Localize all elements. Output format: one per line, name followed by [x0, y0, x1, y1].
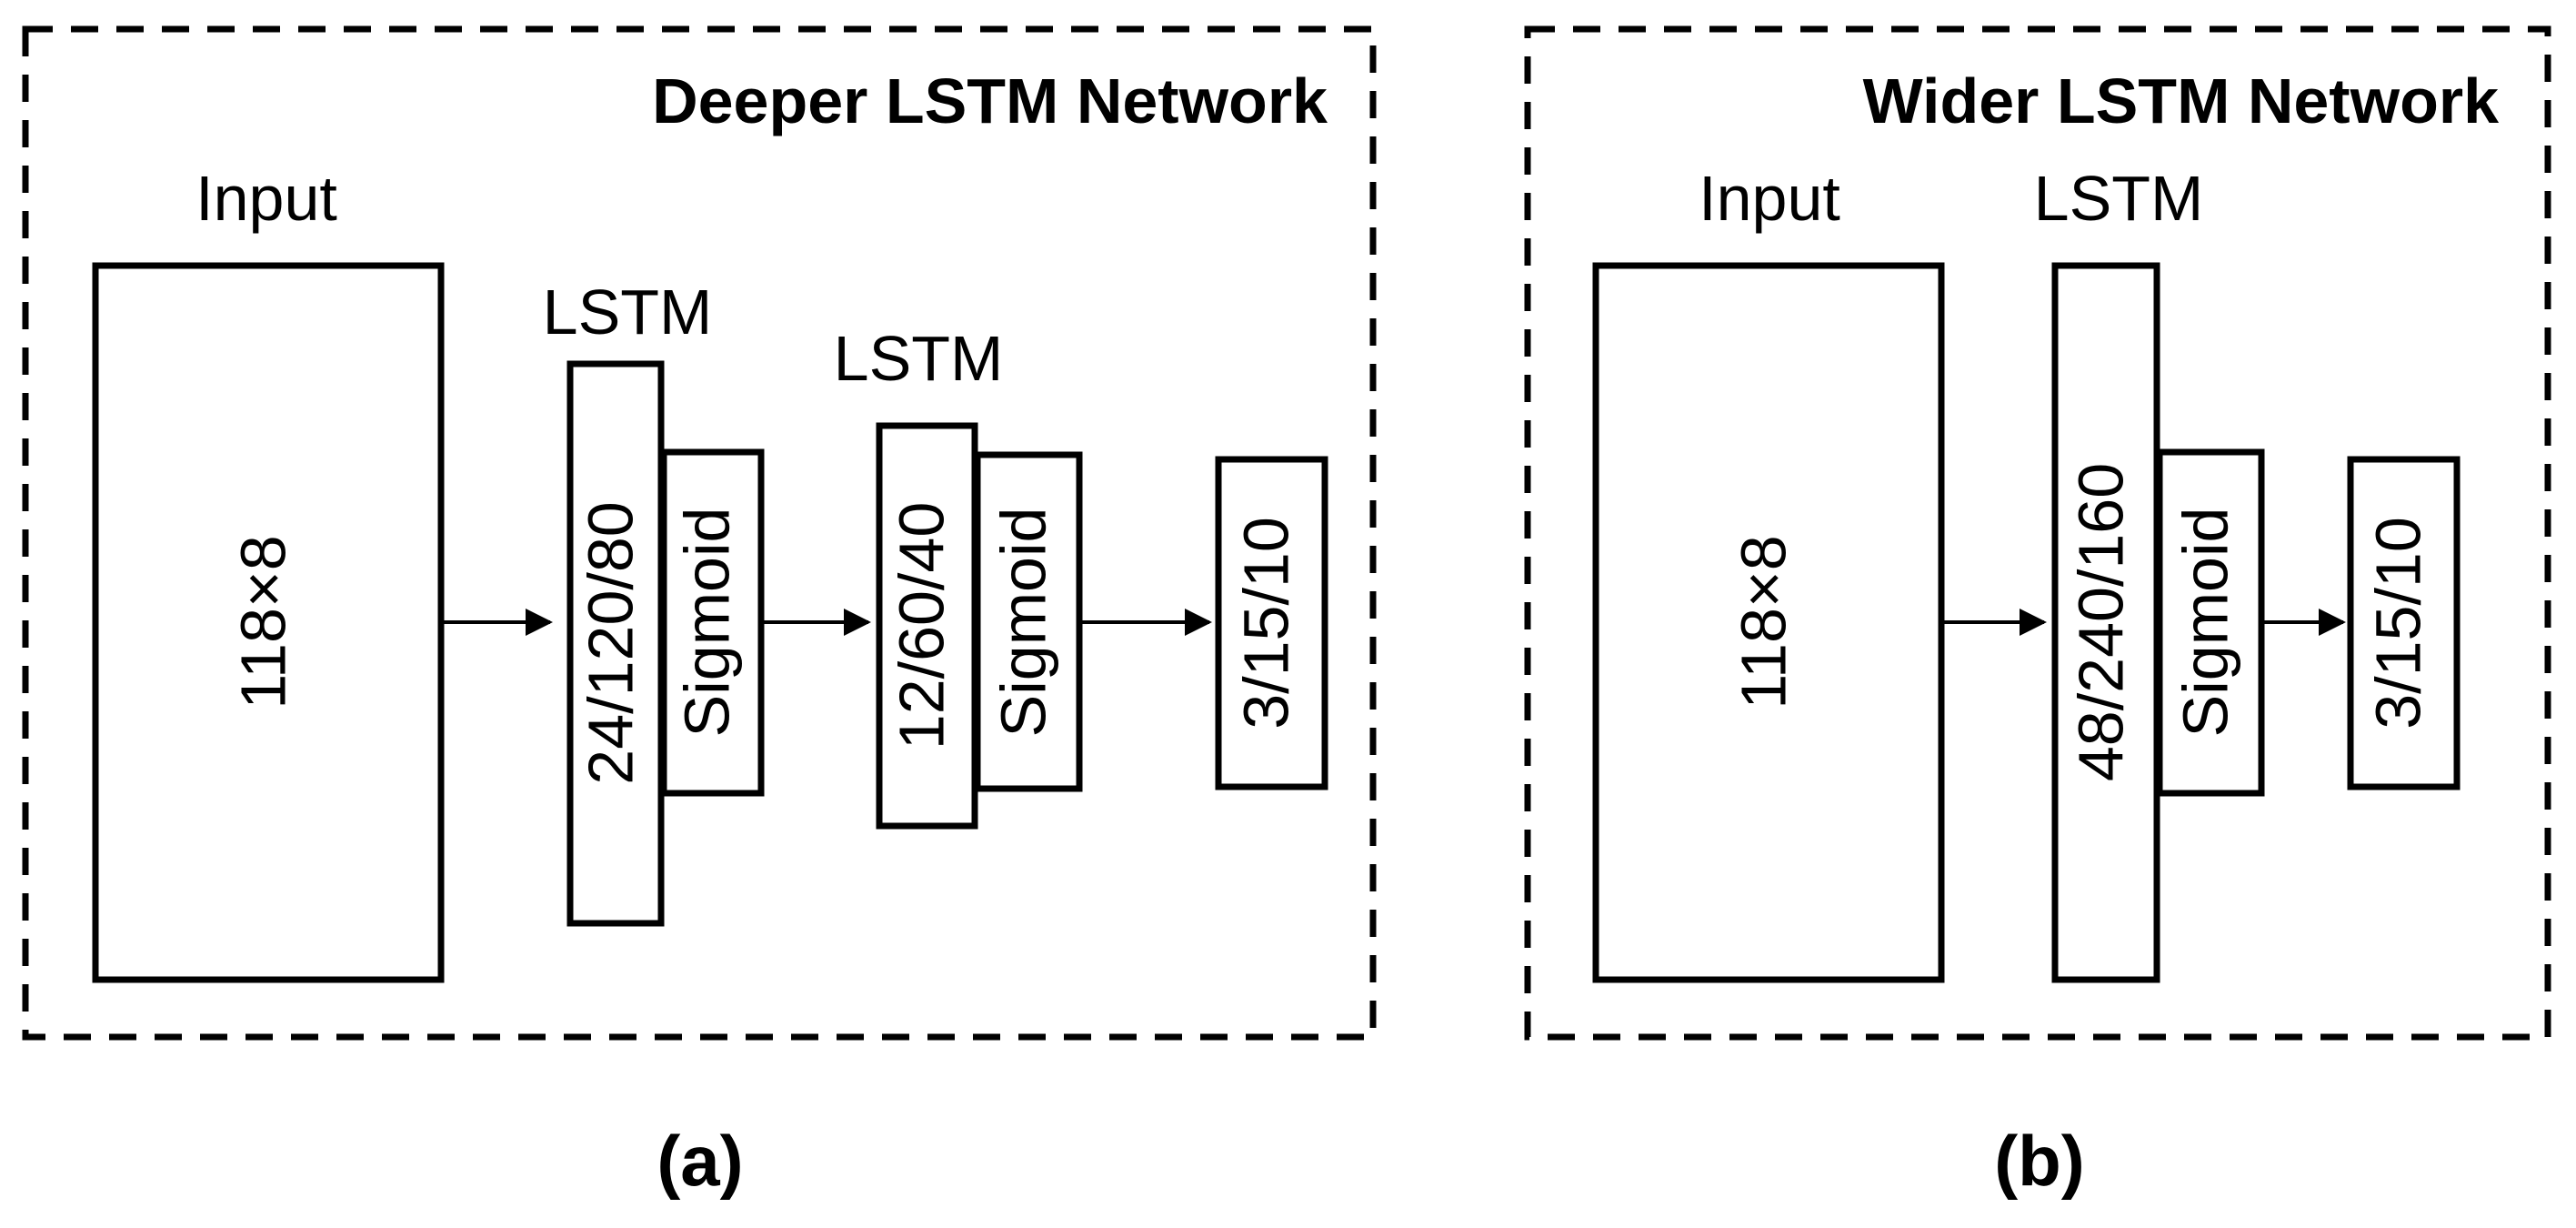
panel-b-frame [1524, 25, 2551, 1041]
input-label: Input [195, 163, 337, 234]
panel-a-title: Deeper LSTM Network [652, 65, 1328, 136]
sigmoid-box [2156, 448, 2265, 797]
sigmoid2-box [974, 451, 1083, 792]
lstm-label: LSTM [2034, 163, 2204, 234]
sigmoid1-label: Sigmoid [671, 508, 742, 738]
panel-a-caption: (a) [657, 1121, 743, 1201]
input-box [92, 262, 445, 983]
lstm1-units: 24/120/80 [575, 501, 646, 784]
input-box [1592, 262, 1945, 983]
lstm-units: 48/240/160 [2065, 463, 2136, 781]
output-units: 3/15/10 [1230, 517, 1301, 730]
input-label: Input [1699, 163, 1840, 234]
output-box [2347, 456, 2461, 790]
lstm-box [2051, 262, 2160, 983]
input-size: 118×8 [1728, 535, 1799, 709]
panel-a: Deeper LSTM Network Input 118×8 LSTM 24/… [22, 25, 1377, 1201]
lstm1-label: LSTM [543, 277, 713, 347]
lstm2-units: 12/60/40 [886, 502, 957, 750]
lstm2-label: LSTM [834, 323, 1004, 394]
panel-b-caption: (b) [1994, 1121, 2085, 1201]
input-size: 118×8 [227, 535, 298, 709]
panel-a-frame [22, 25, 1377, 1041]
sigmoid1-box [660, 448, 765, 797]
panel-b: Wider LSTM Network Input 118×8 LSTM 48/2… [1524, 25, 2551, 1201]
output-box [1215, 456, 1328, 790]
sigmoid-label: Sigmoid [2170, 508, 2240, 738]
lstm1-box [566, 360, 665, 927]
sigmoid2-label: Sigmoid [987, 508, 1058, 738]
panel-b-title: Wider LSTM Network [1863, 65, 2499, 136]
output-units: 3/15/10 [2362, 517, 2433, 730]
lstm2-box [876, 422, 978, 830]
